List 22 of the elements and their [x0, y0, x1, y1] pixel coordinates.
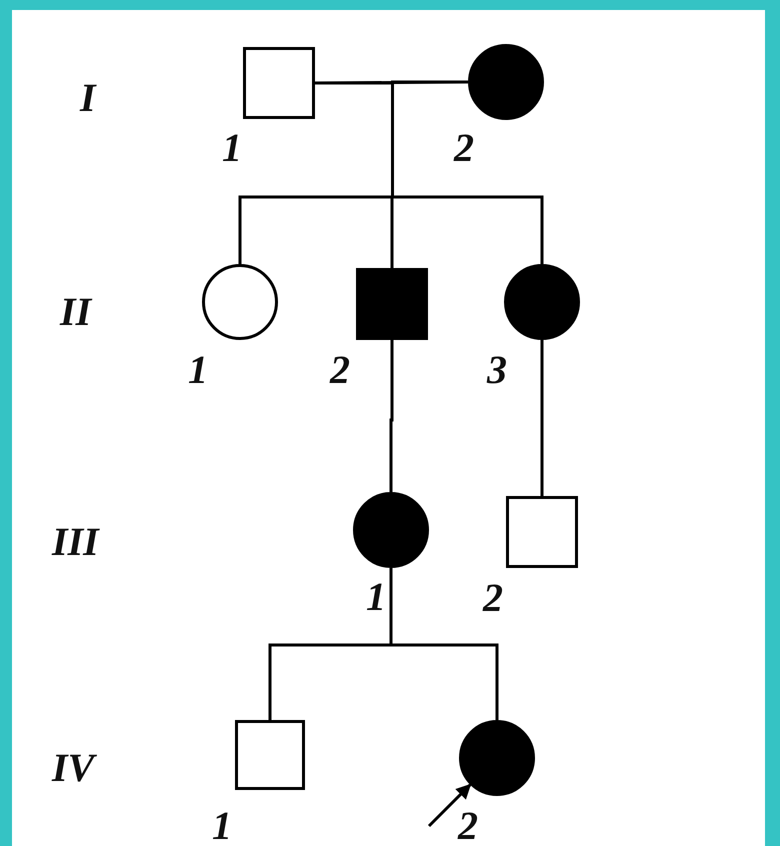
individual-number: 3: [487, 350, 507, 390]
pedigree-line: [390, 568, 498, 720]
pedigree-line: [391, 80, 544, 264]
generation-label: IV: [52, 748, 94, 788]
pedigree-line: [390, 340, 394, 492]
generation-label: III: [52, 522, 99, 562]
individual-number: 1: [188, 350, 208, 390]
individual-number: 2: [454, 128, 474, 168]
affected-male-square: [356, 268, 428, 340]
generation-label: II: [60, 292, 92, 332]
individual-number: 2: [483, 578, 503, 618]
unaffected-male-square: [243, 47, 315, 119]
unaffected-male-square: [235, 720, 305, 790]
individual-number: 2: [330, 350, 350, 390]
pedigree-line: [540, 340, 544, 496]
individual-number: 2: [458, 806, 478, 846]
generation-label: I: [80, 78, 96, 118]
individual-number: 1: [212, 806, 232, 846]
individual-number: 1: [366, 577, 386, 617]
unaffected-male-square: [506, 496, 578, 568]
individual-number: 1: [222, 128, 242, 168]
proband-arrow: [428, 784, 472, 828]
